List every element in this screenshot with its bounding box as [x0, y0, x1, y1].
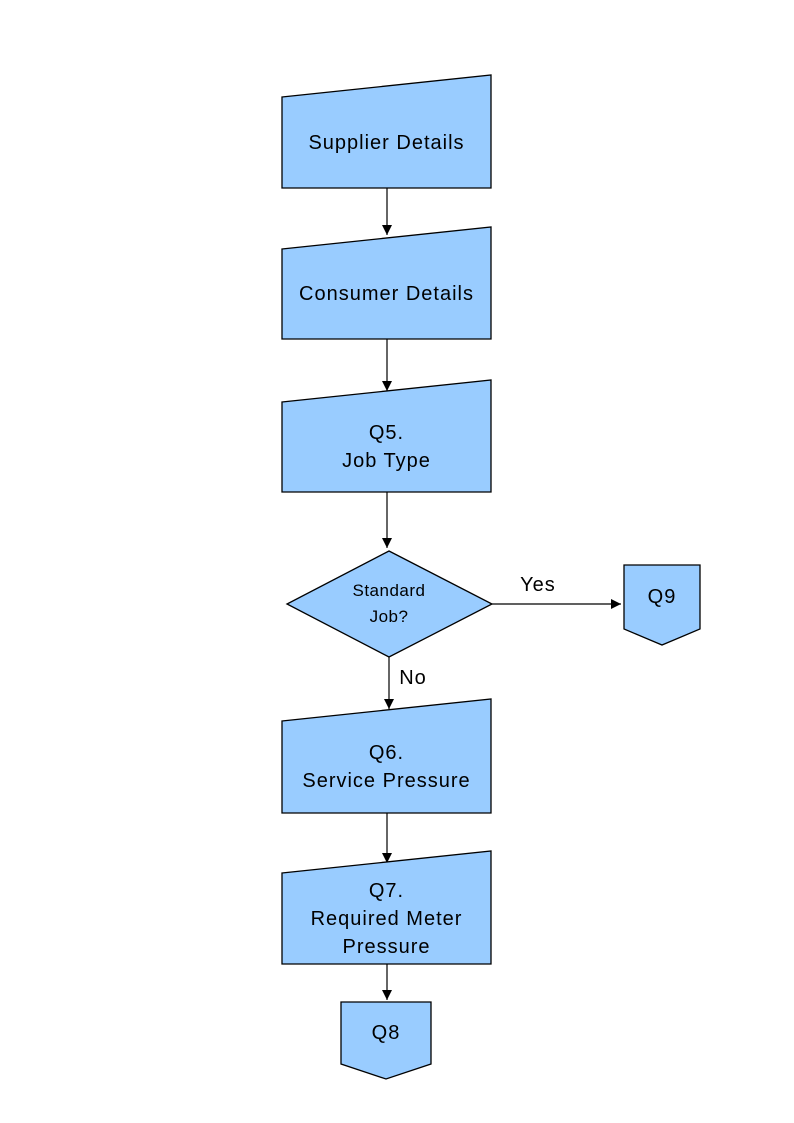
connector-q9-shape — [623, 564, 701, 646]
connector-q8-shape — [340, 1001, 432, 1080]
node-q5-job-type-shape — [281, 379, 492, 493]
node-consumer-details-label: Consumer Details — [299, 283, 474, 305]
decision-standard-job-shape — [285, 550, 494, 658]
node-q7-required-meter-pressure-shape — [281, 850, 492, 965]
edge-label-no: No — [399, 666, 427, 689]
connector-q8-label: Q8 — [371, 1022, 401, 1044]
decision-standard-job-label: Standard Job? — [352, 580, 426, 626]
node-q7-required-meter-pressure-label: Q7. Required Meter Pressure — [310, 879, 463, 958]
connector-q9-label: Q9 — [647, 586, 677, 608]
node-q5-job-type-label: Q5. Job Type — [342, 422, 431, 472]
edge-label-yes: Yes — [520, 573, 556, 596]
node-supplier-details-label: Supplier Details — [308, 131, 465, 154]
node-consumer-details-shape — [281, 226, 492, 340]
node-supplier-details-shape — [281, 74, 492, 189]
node-q6-service-pressure-label: Q6. Service Pressure — [302, 742, 471, 792]
node-q6-service-pressure-shape — [281, 698, 492, 814]
